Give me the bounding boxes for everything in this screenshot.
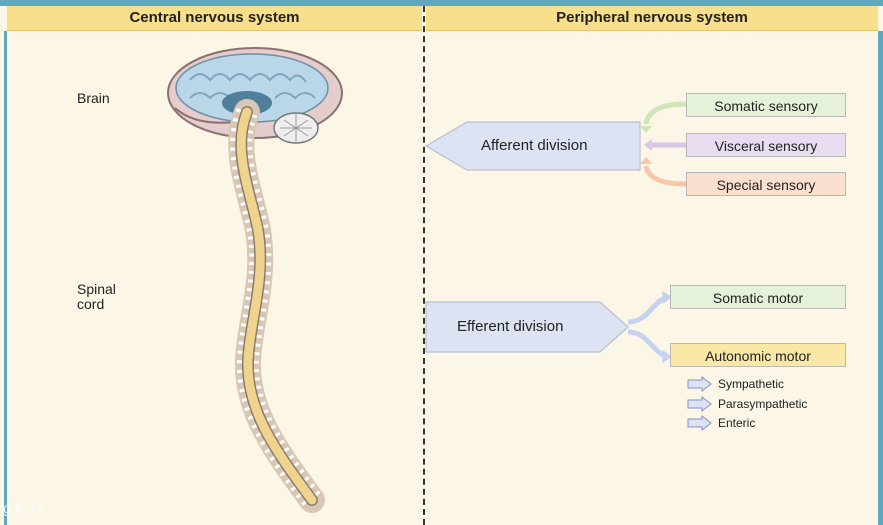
somatic-sensory-arrow <box>640 126 652 133</box>
sub-arrows <box>688 377 711 430</box>
visceral-sensory-box: Visceral sensory <box>686 133 846 157</box>
somatic-motor-box: Somatic motor <box>670 285 846 309</box>
spinal-label-line2: cord <box>77 296 104 312</box>
efferent-division-label: Efferent division <box>457 319 563 335</box>
spinal-label-line1: Spinal <box>77 281 116 297</box>
afferent-division-label: Afferent division <box>481 138 587 154</box>
spinal-cord-illustration <box>241 112 312 500</box>
visceral-sensory-arrow <box>644 139 652 151</box>
special-sensory-box: Special sensory <box>686 172 846 196</box>
figure-caption: ig 6-37 <box>0 500 43 516</box>
special-sensory-arrow <box>640 157 652 164</box>
sympathetic-label: Sympathetic <box>718 377 784 391</box>
enteric-label: Enteric <box>718 416 755 430</box>
parasympathetic-label: Parasympathetic <box>718 397 807 411</box>
somatic-sensory-box: Somatic sensory <box>686 93 846 117</box>
brain-label: Brain <box>77 90 110 106</box>
autonomic-motor-box: Autonomic motor <box>670 343 846 367</box>
